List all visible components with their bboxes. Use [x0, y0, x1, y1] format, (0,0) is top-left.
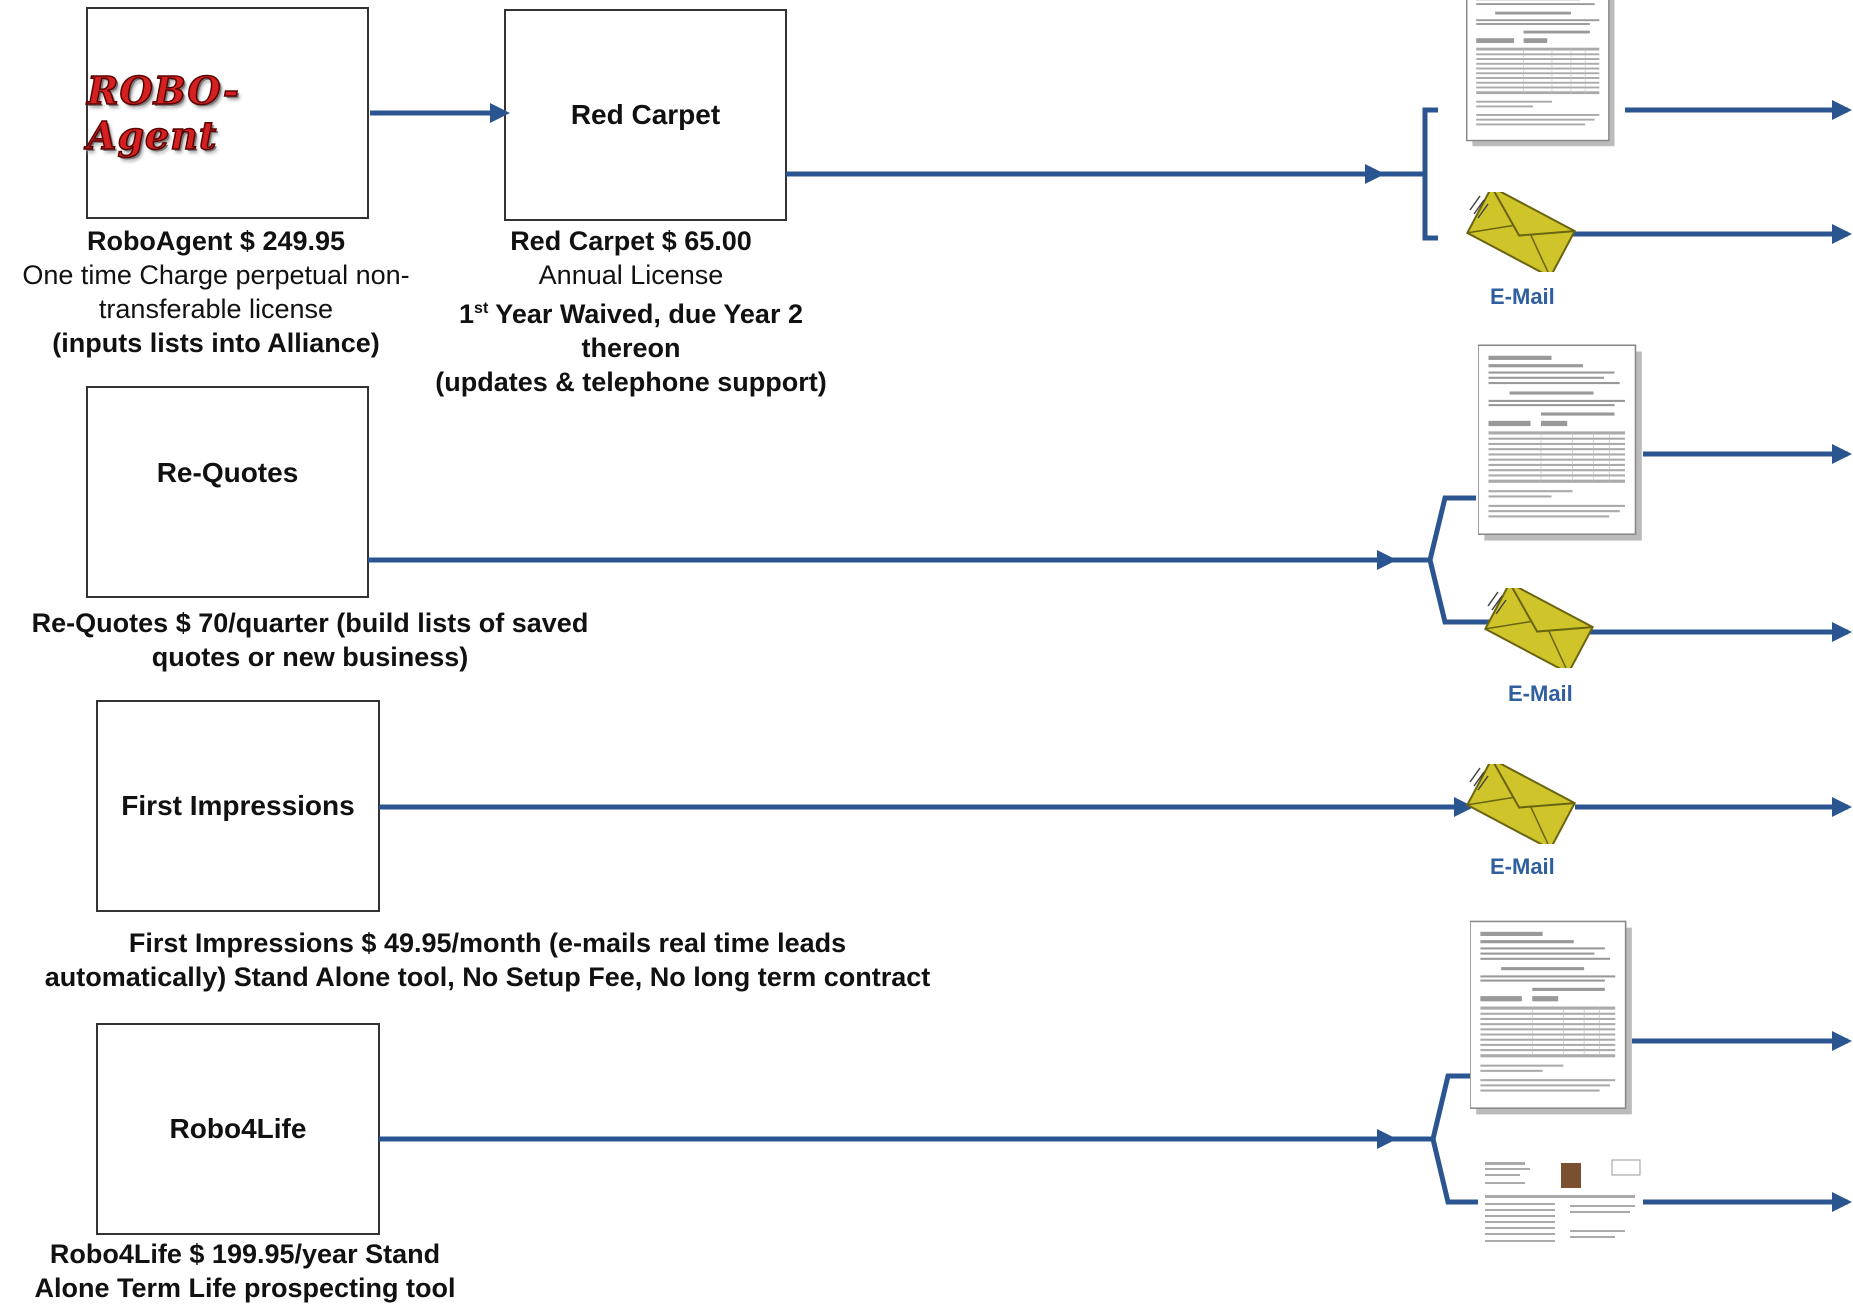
redcarpet-desc-2: 1st Year Waived, due Year 2	[459, 299, 803, 329]
redcarpet-box	[504, 9, 787, 221]
robo4life-desc-1: Robo4Life $ 199.95/year Stand	[49, 1239, 441, 1269]
roboagent-desc-3: (inputs lists into Alliance)	[52, 328, 380, 358]
roboagent-desc-1: One time Charge perpetual non-	[22, 260, 410, 290]
redcarpet-caption: Red Carpet $ 65.00 Annual License 1st Ye…	[415, 224, 847, 399]
roboagent-box	[86, 7, 369, 219]
redcarpet-price: Red Carpet $ 65.00	[510, 226, 752, 256]
firstimpressions-node: First Impressions	[97, 701, 379, 911]
requotes-desc-1: Re-Quotes $ 70/quarter (build lists of s…	[31, 608, 589, 638]
firstimpressions-desc-2: automatically) Stand Alone tool, No Setu…	[44, 962, 931, 992]
fork-robo4life	[1430, 1073, 1481, 1205]
robo4life-node: Robo4Life	[97, 1024, 379, 1234]
roboagent-desc-2: transferable license	[98, 294, 334, 324]
envelope-icon	[1484, 588, 1594, 668]
document-icon	[1478, 1155, 1643, 1260]
envelope-icon	[1466, 764, 1576, 844]
requotes-label: Re-Quotes	[156, 457, 299, 488]
email-label-2: E-Mail	[1508, 681, 1573, 706]
robo4life-desc-2: Alone Term Life prospecting tool	[34, 1273, 456, 1303]
document-icon	[1470, 920, 1633, 1116]
firstimpressions-label: First Impressions	[121, 790, 355, 821]
roboagent-logo-area: ROBO-Agent	[86, 8, 368, 218]
roboagent-caption: RoboAgent $ 249.95 One time Charge perpe…	[0, 224, 432, 360]
requotes-caption: Re-Quotes $ 70/quarter (build lists of s…	[0, 606, 620, 674]
redcarpet-desc-3: thereon	[581, 333, 681, 363]
document-icon	[1478, 344, 1643, 542]
robo4life-label: Robo4Life	[169, 1113, 307, 1144]
firstimpressions-box	[96, 700, 380, 912]
firstimpressions-desc-1: First Impressions $ 49.95/month (e-mails…	[128, 928, 847, 958]
email-label-3: E-Mail	[1490, 854, 1555, 879]
robo4life-box	[96, 1023, 380, 1235]
envelope-icon	[1466, 192, 1576, 272]
redcarpet-node: Red Carpet	[505, 10, 786, 220]
redcarpet-label: Red Carpet	[570, 99, 721, 130]
document-icon	[1465, 0, 1616, 147]
redcarpet-desc-4: (updates & telephone support)	[435, 367, 827, 397]
fork-requotes	[1427, 495, 1497, 625]
requotes-node: Re-Quotes	[87, 387, 368, 559]
firstimpressions-caption: First Impressions $ 49.95/month (e-mails…	[0, 926, 975, 994]
requotes-box	[86, 386, 369, 598]
requotes-desc-2: quotes or new business)	[151, 642, 469, 672]
roboagent-price: RoboAgent $ 249.95	[86, 226, 346, 256]
roboagent-logo: ROBO-Agent	[86, 67, 240, 159]
redcarpet-desc-1: Annual License	[538, 260, 724, 290]
robo4life-caption: Robo4Life $ 199.95/year Stand Alone Term…	[0, 1237, 490, 1305]
email-label-1: E-Mail	[1490, 284, 1555, 309]
